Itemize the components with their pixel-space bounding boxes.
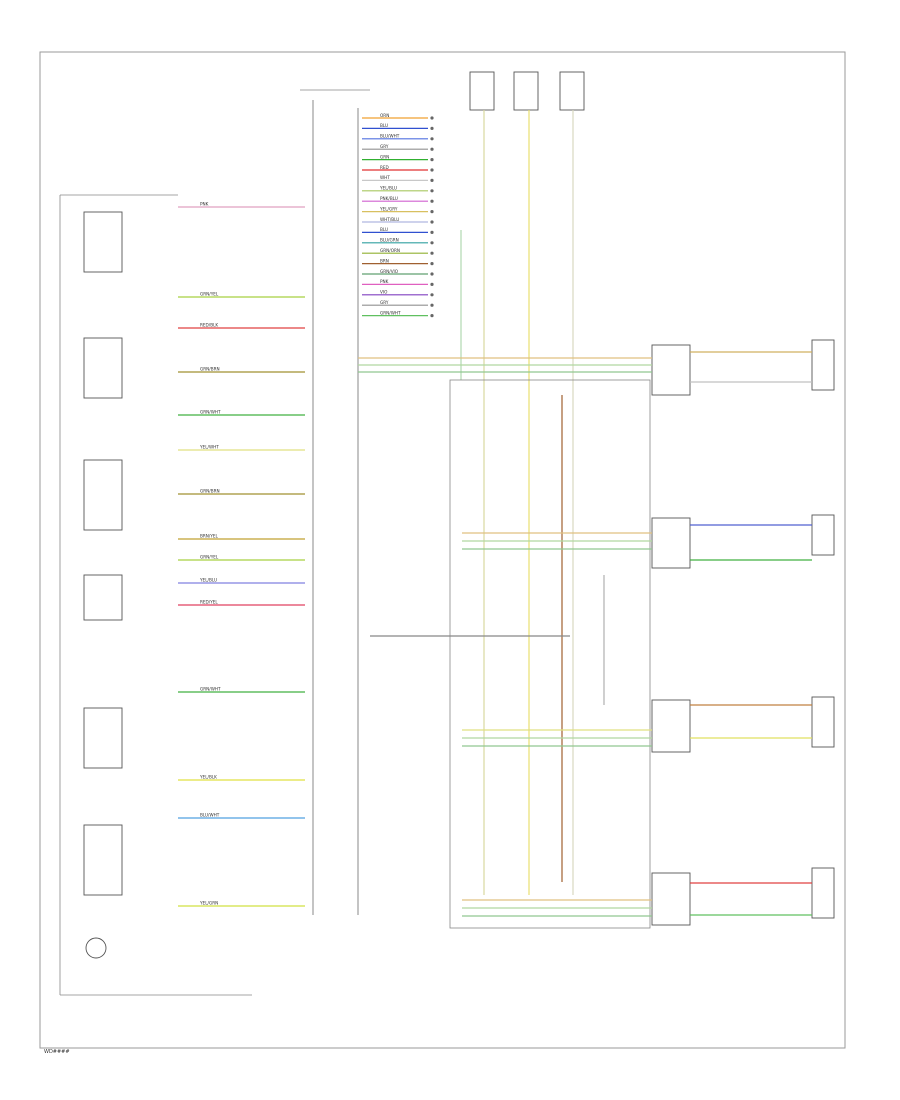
- left-wire-label: GRN/WHT: [200, 687, 221, 692]
- harness-pin-label: PNK/BLU: [380, 196, 398, 201]
- left-wire-list: PNK GRN/YEL RED/BLK GRN/BRN GRN/WHT YEL/WHT GR…: [178, 202, 305, 907]
- right-rear-window-motor: [811, 696, 835, 748]
- harness-pin-terminal: [430, 210, 434, 214]
- left-wire-label: YEL/BLU: [199, 578, 217, 583]
- harness-pin-label: BLU: [380, 227, 388, 232]
- harness-pin-terminal: [430, 147, 434, 151]
- harness-pin-label: WHT: [380, 175, 390, 180]
- right-front-motor-module: [651, 517, 691, 569]
- harness-pin-terminal: [430, 137, 434, 141]
- left-wire-label: BRN/YEL: [200, 534, 219, 539]
- harness-pin-terminal: [430, 199, 434, 203]
- diagram-frame: [39, 51, 846, 1049]
- fuse-2: [513, 71, 539, 111]
- fuse-3: [559, 71, 585, 111]
- left-rear-switch: [83, 459, 123, 531]
- harness-pin-terminal: [430, 314, 434, 318]
- harness-pin-label: PNK: [380, 279, 389, 284]
- left-switch-column: [59, 194, 252, 996]
- left-wire-label: BLU/WHT: [200, 813, 220, 818]
- harness-pin-terminal: [430, 158, 434, 162]
- harness-pin-terminal: [430, 303, 434, 307]
- harness-pin-label: GRY: [380, 144, 389, 149]
- harness-pin-label: GRN/WHT: [380, 310, 401, 315]
- fuse-1: [469, 71, 495, 111]
- left-wire-label: GRN/YEL: [200, 292, 219, 297]
- right-rear-switch: [83, 824, 123, 896]
- left-rear-motor-module: [651, 872, 691, 926]
- ground-symbol: [85, 937, 107, 959]
- harness-pin-terminal: [430, 293, 434, 297]
- harness-pin-terminal: [430, 116, 434, 120]
- harness-pin-label: BLU/GRN: [380, 238, 399, 243]
- left-wire-label: GRN/BRN: [200, 367, 220, 372]
- harness-pin-label: YEL/BLU: [379, 186, 397, 191]
- module-bus-loop: [449, 379, 651, 929]
- harness-pin-terminal: [430, 251, 434, 255]
- right-rear-motor-module: [651, 699, 691, 753]
- fuse-feeds: [460, 71, 585, 895]
- harness-pin-label: VIO: [380, 290, 388, 295]
- left-wire-label: GRN/BRN: [200, 489, 220, 494]
- harness-pin-label: GRN: [380, 154, 389, 159]
- harness-pin-label: GRY: [380, 300, 389, 305]
- left-wire-label: GRN/WHT: [200, 410, 221, 415]
- right-modules: [449, 339, 835, 929]
- left-wire-label: RED/BLK: [200, 323, 218, 328]
- harness-pin-label: YEL/GRY: [379, 206, 398, 211]
- driver-window-switch: [83, 211, 123, 273]
- left-front-window-motor: [811, 339, 835, 391]
- right-front-switch: [83, 707, 123, 769]
- harness-pin-terminal: [430, 168, 434, 172]
- left-front-switch: [83, 337, 123, 399]
- harness-pin-label: GRN/VIO: [380, 269, 399, 274]
- harness-pin-label: BLU: [380, 123, 388, 128]
- left-front-motor-module: [651, 344, 691, 396]
- harness-pin-label: WHT/BLU: [380, 217, 399, 222]
- harness-pin-label: ORN: [380, 113, 389, 118]
- left-wire-label: YEL/WHT: [199, 445, 219, 450]
- harness-pin-label: GRN/ORN: [380, 248, 400, 253]
- harness-pin-terminal: [430, 241, 434, 245]
- right-front-window-motor: [811, 514, 835, 556]
- passenger-lockout-switch: [83, 574, 123, 621]
- left-wire-label: YEL/GRN: [199, 901, 218, 906]
- harness-pin-terminal: [430, 272, 434, 276]
- left-wire-label: GRN/YEL: [200, 555, 219, 560]
- central-junction-connector: [300, 89, 370, 915]
- harness-pin-terminal: [430, 178, 434, 182]
- harness-pin-terminal: [430, 282, 434, 286]
- footer-code: WD####: [44, 1049, 70, 1055]
- harness-pin-terminal: [430, 220, 434, 224]
- harness-pin-terminal: [430, 126, 434, 130]
- harness-pin-label: BLU/WHT: [380, 134, 400, 139]
- left-wire-label: PNK: [200, 202, 209, 207]
- left-wire-label: RED/YEL: [200, 600, 218, 605]
- harness-pin-label: BRN: [380, 258, 389, 263]
- harness-pin-terminal: [430, 230, 434, 234]
- left-rear-window-motor: [811, 867, 835, 919]
- harness-pin-list: ORN BLU BLU/WHT GRY GRN RED WHT YEL/BLU PNK/BLU Y…: [362, 113, 434, 318]
- harness-pin-terminal: [430, 262, 434, 266]
- module-feed-wires: [358, 351, 812, 917]
- left-wire-label: YEL/BLK: [199, 775, 217, 780]
- harness-pin-terminal: [430, 189, 434, 193]
- harness-pin-label: RED: [380, 165, 389, 170]
